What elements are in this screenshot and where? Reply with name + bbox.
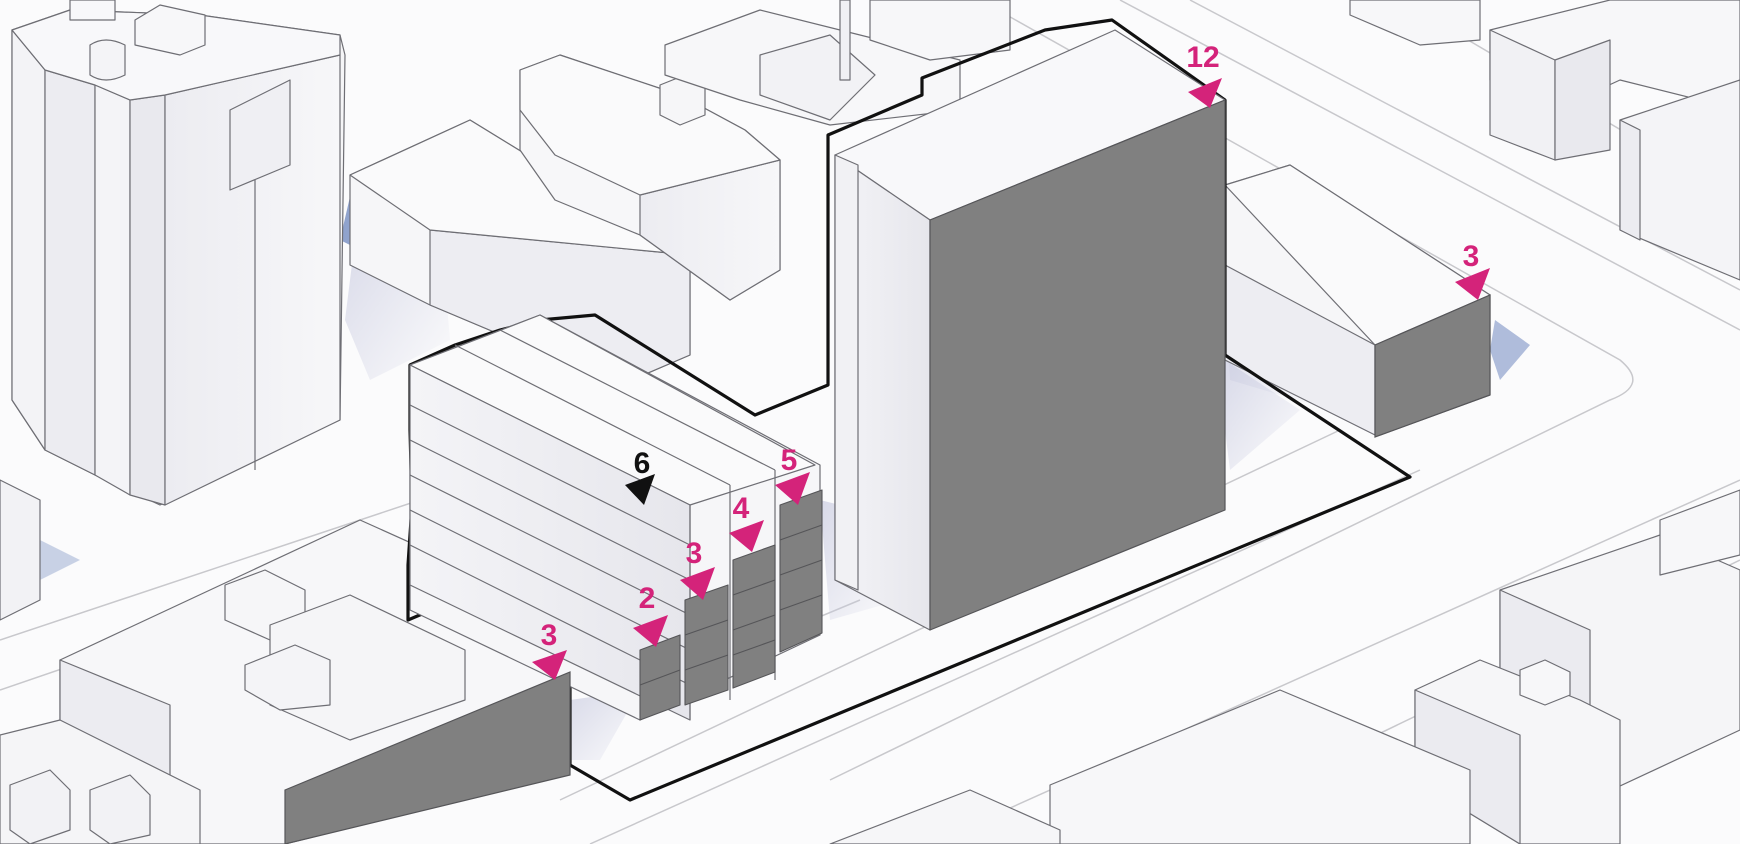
marker-arrow-4	[729, 520, 764, 552]
marker-arrow-5	[775, 472, 810, 505]
label-2: 2	[639, 582, 656, 615]
east-building-solid-face	[1374, 294, 1491, 438]
label-3-west: 3	[541, 619, 558, 652]
label-12: 12	[1186, 41, 1219, 74]
stepped-solid-faces	[639, 489, 823, 721]
label-3-step: 3	[686, 537, 703, 570]
label-3-east: 3	[1463, 240, 1480, 273]
marker-arrow-3-west	[532, 650, 567, 680]
marker-arrow-12	[1188, 78, 1222, 108]
west-building-solid-face	[284, 671, 571, 844]
label-6: 6	[634, 447, 651, 480]
marker-arrow-3-east	[1455, 268, 1490, 300]
height-markers: 6 12 3 5 4 3 2 3	[532, 41, 1490, 680]
tower-12-storey	[834, 29, 1226, 631]
marker-arrow-2	[633, 615, 668, 647]
stepped-block	[409, 314, 823, 721]
marker-arrow-6	[625, 474, 655, 505]
tower-solid-face	[929, 99, 1226, 631]
marker-arrow-3-step	[680, 567, 715, 600]
site-boundary	[406, 18, 1412, 802]
label-4: 4	[733, 492, 750, 525]
label-5: 5	[781, 444, 798, 477]
